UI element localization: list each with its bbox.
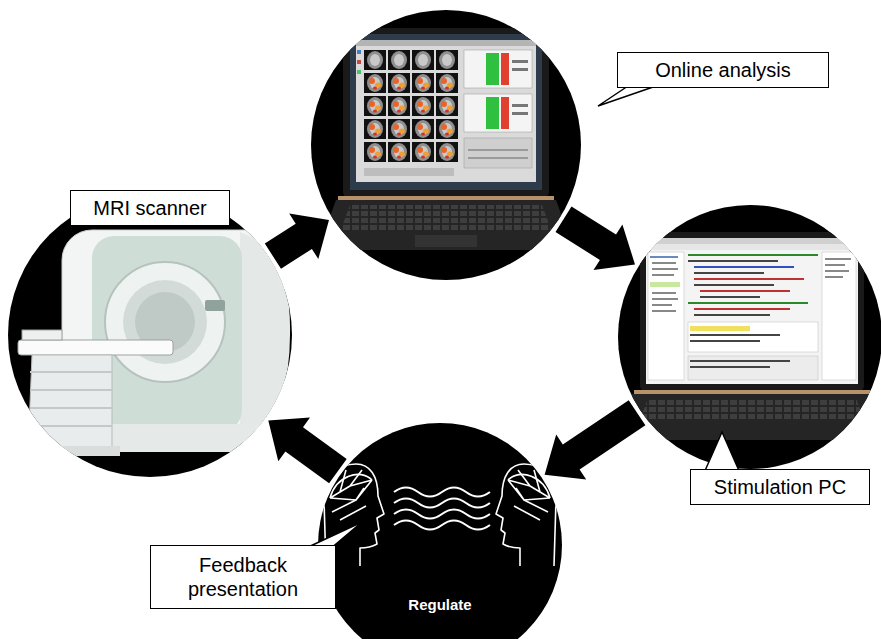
- flow-arrow: [556, 207, 636, 271]
- analysis-laptop-picture: [318, 28, 574, 250]
- stimulation-laptop-picture: [620, 232, 881, 440]
- caption-text: Regulate: [318, 596, 562, 613]
- callout-label: Feedback presentation: [150, 545, 336, 609]
- mri-scanner-picture: [18, 230, 290, 456]
- process-circle: Stimulation PC: [618, 205, 881, 469]
- analysis-disc: [311, 10, 581, 280]
- process-circle: Online analysis: [311, 10, 581, 280]
- feedback-disc: [318, 423, 562, 639]
- callout-label: Stimulation PC: [690, 469, 870, 505]
- callout-label: MRI scanner: [70, 190, 230, 226]
- callout-label: Online analysis: [617, 52, 829, 88]
- flow-arrow: [545, 400, 646, 479]
- process-circle: Feedback presentationRegulate: [318, 423, 562, 639]
- process-circle: MRI scanner: [8, 193, 292, 477]
- waves: [394, 488, 490, 530]
- flow-arrow: [268, 418, 346, 484]
- feedback-picture: [324, 464, 556, 566]
- flow-arrow: [265, 214, 329, 269]
- callout-tail: [598, 86, 656, 106]
- callout-tail: [704, 432, 740, 473]
- mri-disc: [8, 193, 292, 477]
- head-right: [496, 464, 556, 566]
